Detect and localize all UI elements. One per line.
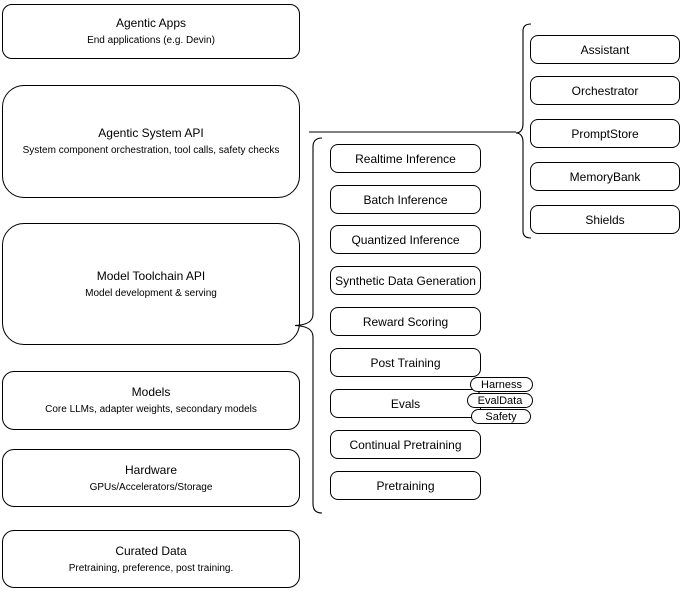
node-realtime-inference: Realtime Inference xyxy=(330,144,481,173)
node-title: Models xyxy=(131,385,171,399)
node-continual-pretraining: Continual Pretraining xyxy=(330,430,481,459)
tag-harness: Harness xyxy=(470,377,533,392)
node-subtitle: Model development & serving xyxy=(85,287,217,299)
node-post-training: Post Training xyxy=(330,348,481,377)
node-batch-inference: Batch Inference xyxy=(330,185,481,214)
node-hardware: Hardware GPUs/Accelerators/Storage xyxy=(2,449,300,507)
node-synthetic-data-generation: Synthetic Data Generation xyxy=(330,266,481,295)
node-model-toolchain-api: Model Toolchain API Model development & … xyxy=(2,223,300,345)
node-title: Curated Data xyxy=(115,543,187,558)
tag-safety: Safety xyxy=(471,409,531,424)
node-agentic-system-api: Agentic System API System component orch… xyxy=(2,85,300,198)
node-subtitle: GPUs/Accelerators/Storage xyxy=(89,481,213,493)
node-title: Agentic System API xyxy=(98,126,204,140)
node-title: Model Toolchain API xyxy=(96,268,206,283)
node-pretraining: Pretraining xyxy=(330,471,481,500)
node-memorybank: MemoryBank xyxy=(530,162,680,191)
node-reward-scoring: Reward Scoring xyxy=(330,307,481,336)
node-evals: Evals xyxy=(330,389,481,418)
node-promptstore: PromptStore xyxy=(530,119,680,148)
tag-evaldata: EvalData xyxy=(467,393,533,408)
node-title: Agentic Apps xyxy=(115,16,187,30)
node-subtitle: End applications (e.g. Devin) xyxy=(87,35,215,46)
node-shields: Shields xyxy=(530,205,680,234)
node-subtitle: Core LLMs, adapter weights, secondary mo… xyxy=(45,404,257,415)
node-subtitle: Pretraining, preference, post training. xyxy=(68,562,234,574)
node-assistant: Assistant xyxy=(530,35,680,64)
right-group-brace xyxy=(515,23,532,239)
node-quantized-inference: Quantized Inference xyxy=(330,225,481,254)
node-curated-data: Curated Data Pretraining, preference, po… xyxy=(2,530,300,588)
node-agentic-apps: Agentic Apps End applications (e.g. Devi… xyxy=(2,4,300,59)
node-subtitle: System component orchestration, tool cal… xyxy=(22,145,280,156)
node-orchestrator: Orchestrator xyxy=(530,76,680,105)
node-title: Hardware xyxy=(124,462,178,477)
node-models: Models Core LLMs, adapter weights, secon… xyxy=(2,371,300,430)
